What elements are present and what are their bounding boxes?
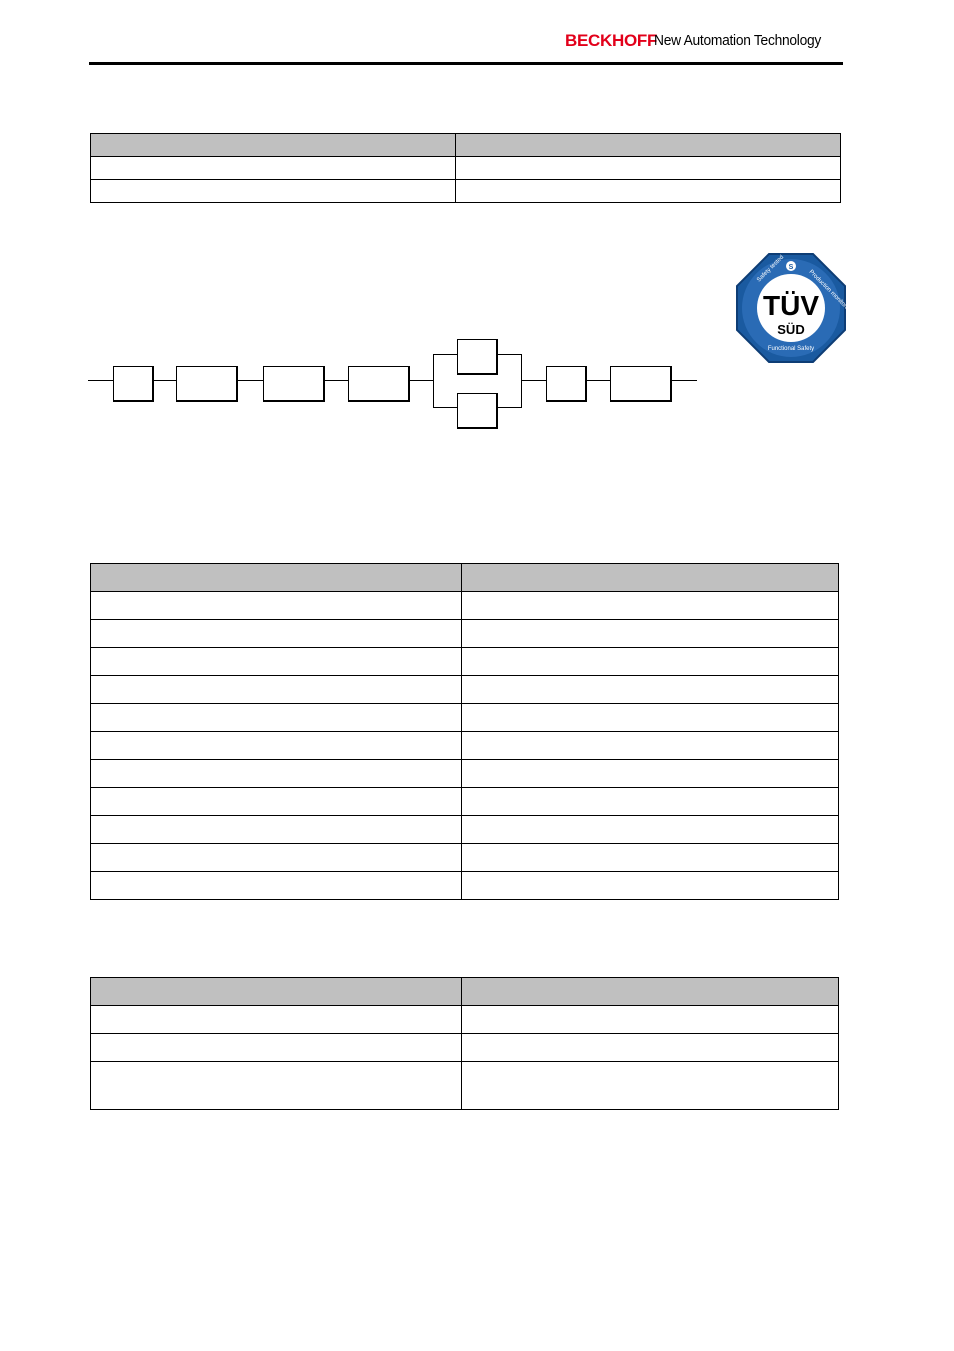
table-cell bbox=[461, 619, 839, 648]
table-row bbox=[90, 1033, 839, 1062]
block-diagram bbox=[88, 335, 700, 433]
table-cell bbox=[90, 619, 462, 648]
diagram-line bbox=[587, 380, 610, 381]
table-cell bbox=[90, 843, 462, 872]
brand-tagline: New Automation Technology bbox=[654, 32, 821, 49]
svg-text:S: S bbox=[789, 264, 794, 271]
table-row bbox=[90, 647, 839, 676]
table-header-cell bbox=[90, 563, 462, 592]
table-cell bbox=[461, 675, 839, 704]
diagram-line bbox=[498, 354, 522, 355]
table-row bbox=[90, 703, 839, 732]
table-row bbox=[90, 871, 839, 900]
diagram-line bbox=[498, 407, 522, 408]
table-3 bbox=[90, 977, 839, 1110]
table-cell bbox=[461, 647, 839, 676]
diagram-line bbox=[325, 380, 348, 381]
table-cell bbox=[461, 1033, 839, 1062]
diagram-line bbox=[154, 380, 176, 381]
diagram-line bbox=[88, 380, 113, 381]
table-cell bbox=[461, 591, 839, 620]
table-cell bbox=[90, 731, 462, 760]
diagram-line bbox=[433, 354, 434, 408]
table-header-cell bbox=[90, 133, 456, 157]
table-1 bbox=[90, 133, 841, 203]
svg-text:SÜD: SÜD bbox=[777, 322, 804, 337]
diagram-block bbox=[546, 366, 587, 402]
table-row bbox=[90, 759, 839, 788]
table-cell bbox=[461, 1005, 839, 1034]
table-cell bbox=[90, 647, 462, 676]
table-cell bbox=[461, 759, 839, 788]
table-cell bbox=[90, 156, 456, 180]
diagram-block bbox=[610, 366, 672, 402]
table-cell bbox=[461, 843, 839, 872]
table-row bbox=[90, 1061, 839, 1110]
page-header: BECKHOFF New Automation Technology bbox=[0, 0, 954, 70]
diagram-block bbox=[113, 366, 154, 402]
table-cell bbox=[90, 1033, 462, 1062]
table-cell bbox=[461, 1061, 839, 1110]
table-header-cell bbox=[455, 133, 841, 157]
table-cell bbox=[455, 179, 841, 203]
table-cell bbox=[90, 675, 462, 704]
table-cell bbox=[90, 815, 462, 844]
table-header-row bbox=[90, 133, 841, 157]
diagram-block bbox=[263, 366, 325, 402]
table-row bbox=[90, 675, 839, 704]
table-cell bbox=[90, 759, 462, 788]
table-row bbox=[90, 619, 839, 648]
table-row bbox=[90, 815, 839, 844]
diagram-line bbox=[521, 354, 522, 408]
table-cell bbox=[90, 591, 462, 620]
diagram-line bbox=[238, 380, 263, 381]
table-row bbox=[90, 1005, 839, 1034]
table-header-row bbox=[90, 563, 839, 592]
diagram-line bbox=[521, 380, 546, 381]
table-row bbox=[90, 731, 839, 760]
diagram-block bbox=[176, 366, 238, 402]
table-header-cell bbox=[90, 977, 462, 1006]
table-cell bbox=[90, 1061, 462, 1110]
table-cell bbox=[90, 871, 462, 900]
table-header-cell bbox=[461, 563, 839, 592]
table-header-row bbox=[90, 977, 839, 1006]
svg-text:Functional Safety: Functional Safety bbox=[768, 346, 814, 352]
table-row bbox=[90, 787, 839, 816]
brand-logo: BECKHOFF bbox=[565, 31, 658, 50]
table-row bbox=[90, 843, 839, 872]
table-cell bbox=[455, 156, 841, 180]
table-cell bbox=[90, 703, 462, 732]
table-cell bbox=[461, 703, 839, 732]
table-cell bbox=[90, 1005, 462, 1034]
table-row bbox=[90, 591, 839, 620]
header-rule bbox=[89, 62, 843, 65]
table-cell bbox=[90, 787, 462, 816]
table-row bbox=[90, 179, 841, 203]
table-cell bbox=[461, 815, 839, 844]
tuv-sud-seal: TÜV SÜD S Safety tested Production monit… bbox=[736, 253, 847, 363]
diagram-line bbox=[433, 354, 457, 355]
diagram-block bbox=[457, 339, 498, 375]
table-header-cell bbox=[461, 977, 839, 1006]
table-cell bbox=[461, 731, 839, 760]
table-cell bbox=[461, 871, 839, 900]
table-cell bbox=[90, 179, 456, 203]
diagram-line bbox=[433, 407, 457, 408]
table-cell bbox=[461, 787, 839, 816]
diagram-line bbox=[672, 380, 697, 381]
table-2 bbox=[90, 563, 839, 900]
svg-text:TÜV: TÜV bbox=[763, 290, 819, 321]
diagram-block bbox=[457, 393, 498, 429]
diagram-line bbox=[410, 380, 433, 381]
diagram-block bbox=[348, 366, 410, 402]
table-row bbox=[90, 156, 841, 180]
